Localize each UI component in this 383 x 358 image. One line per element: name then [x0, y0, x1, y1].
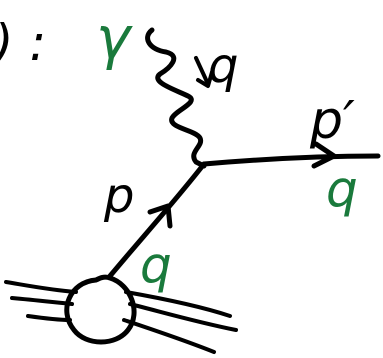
outgoing-quark-momentum-label: p′ [309, 91, 355, 151]
incoming-quark-charge-label: q [140, 236, 172, 294]
remnant-line-2 [128, 302, 238, 332]
photon-label: γ [96, 4, 133, 72]
remnant-line-1 [124, 290, 232, 318]
outgoing-quark-arrowhead [311, 141, 337, 169]
proton-beam-line-3 [26, 314, 72, 322]
incoming-quark-line [107, 161, 207, 279]
remnant-line-3 [122, 318, 216, 354]
outgoing-quark-charge-label: q [326, 160, 358, 218]
photon-momentum-arrow [194, 56, 210, 86]
photon-momentum-arrowhead [196, 70, 214, 88]
outgoing-quark-line [201, 153, 381, 167]
item-marker-label: ) : [0, 14, 46, 72]
photon-charge-label: q [208, 38, 238, 94]
proton-beam-line-1 [4, 280, 78, 294]
proton-beam-line-2 [10, 296, 74, 306]
incoming-quark-momentum-label: p [103, 168, 134, 224]
photon-propagator [145, 27, 207, 169]
proton-blob [64, 274, 137, 345]
incoming-quark-arrowhead [147, 203, 173, 229]
